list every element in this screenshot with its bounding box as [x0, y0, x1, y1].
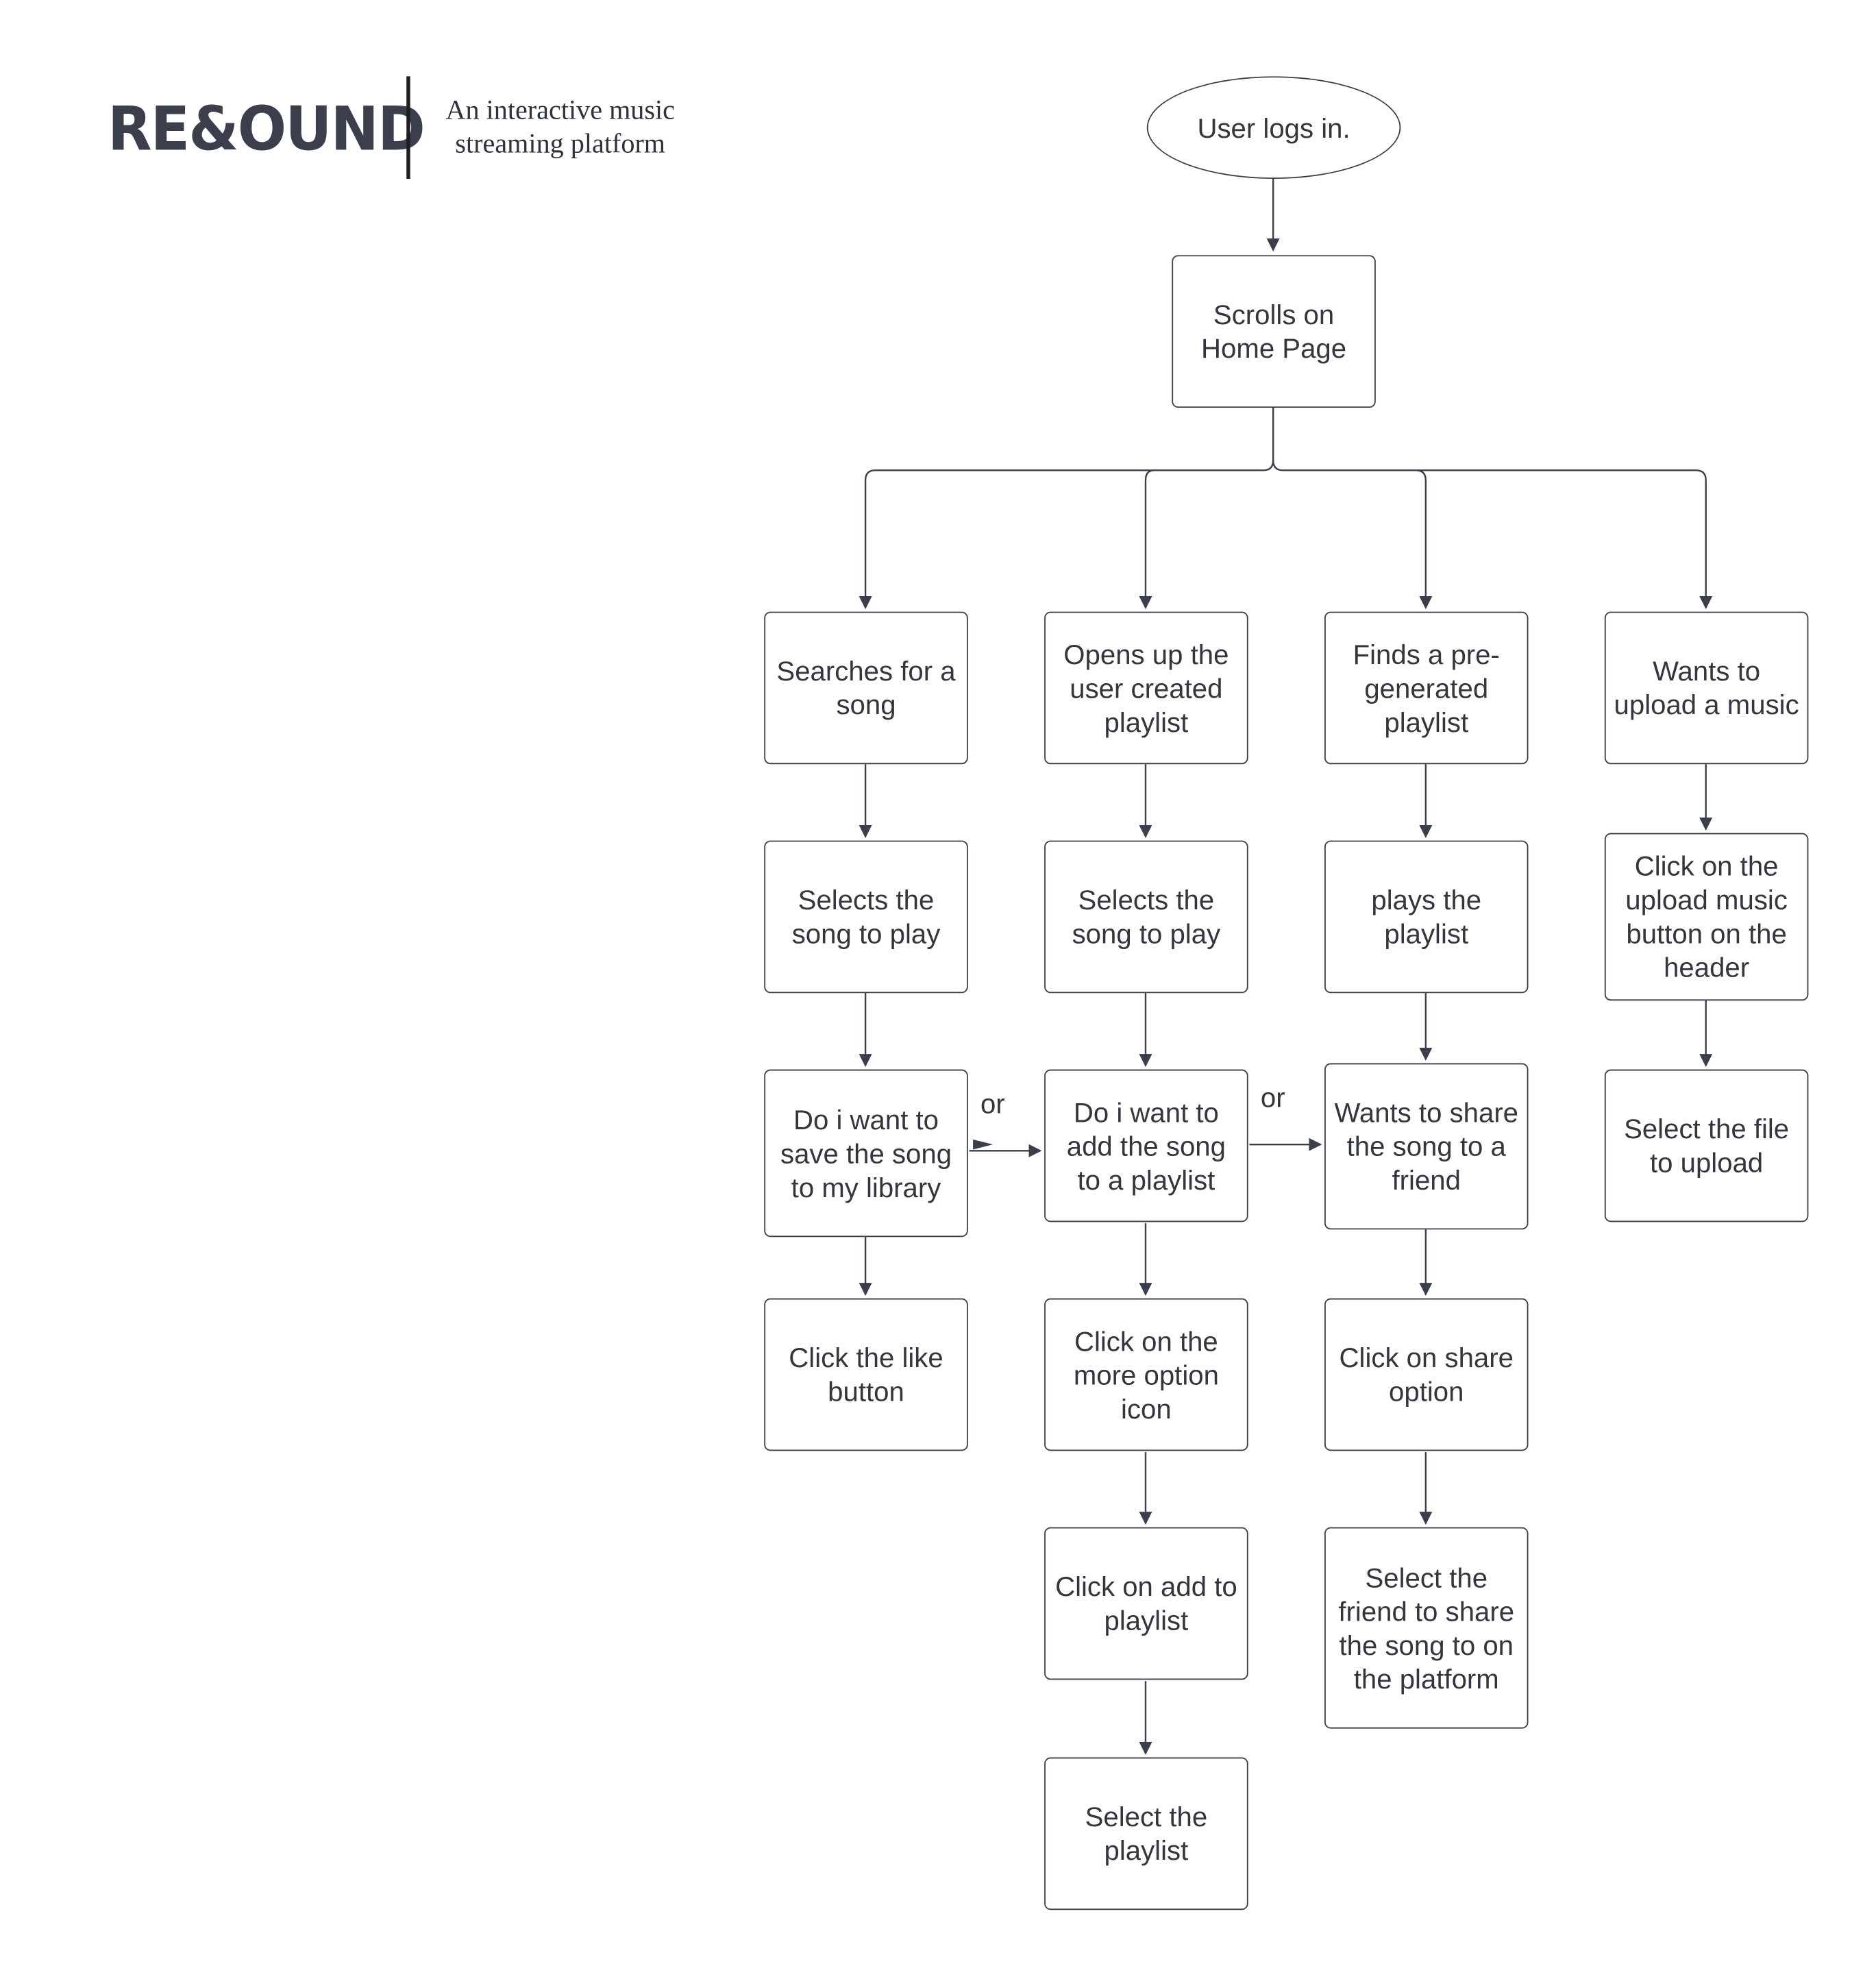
node-select-friend: Select the friend to share the song to o…	[1324, 1527, 1529, 1729]
node-save-library: Do i want to save the song to my library	[764, 1069, 968, 1238]
node-select-playlist: Select the playlist	[1044, 1757, 1248, 1910]
header-divider	[406, 76, 410, 180]
node-finds-pregen-playlist: Finds a pre-generated playlist	[1324, 611, 1529, 765]
node-opens-user-playlist: Opens up the user created playlist	[1044, 611, 1248, 765]
edge-home-trunk	[859, 408, 1274, 609]
or-label-1: or	[980, 1088, 1005, 1120]
brand-logo: RE&OUND	[107, 93, 425, 164]
or-label-2: or	[1260, 1081, 1285, 1114]
edge-home-to-pregen-playlist	[1272, 460, 1433, 609]
node-selects-song-2: Selects the song to play	[1044, 840, 1248, 994]
node-plays-playlist: plays the playlist	[1324, 840, 1529, 994]
node-add-to-playlist: Click on add to playlist	[1044, 1527, 1248, 1680]
node-more-option: Click on the more option icon	[1044, 1298, 1248, 1451]
node-searches-song: Searches for a song	[764, 611, 968, 765]
node-click-upload-button: Click on the upload music button on the …	[1604, 833, 1809, 1001]
node-user-logs-in: User logs in.	[1146, 76, 1401, 180]
node-like-button: Click the like button	[764, 1298, 968, 1451]
node-scrolls-home: Scrolls on Home Page	[1172, 255, 1376, 408]
node-share-option: Click on share option	[1324, 1298, 1529, 1451]
edge-home-to-upload	[1417, 469, 1713, 609]
edge-or-arrow-extra	[973, 1139, 993, 1150]
node-share-friend: Wants to share the song to a friend	[1324, 1063, 1529, 1230]
node-select-file: Select the file to upload	[1604, 1069, 1809, 1222]
node-add-to-playlist-decision: Do i want to add the song to a playlist	[1044, 1069, 1248, 1222]
edge-home-to-user-playlist	[1139, 469, 1155, 609]
brand-tagline: An interactive music streaming platform	[445, 93, 676, 159]
node-wants-upload: Wants to upload a music	[1604, 611, 1809, 765]
node-selects-song-1: Selects the song to play	[764, 840, 968, 994]
